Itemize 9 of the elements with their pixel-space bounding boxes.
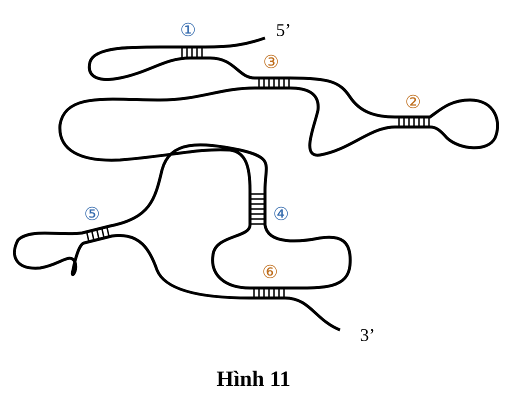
circled-number: ⑤ bbox=[84, 204, 100, 224]
circled-number: ④ bbox=[273, 204, 289, 224]
circled-number: ③ bbox=[263, 52, 279, 72]
strand-end-label: 3’ bbox=[360, 325, 375, 345]
circled-number: ② bbox=[405, 92, 421, 112]
strand-end-label: 5’ bbox=[276, 20, 291, 40]
circled-number: ① bbox=[180, 20, 196, 40]
figure-caption: Hình 11 bbox=[216, 366, 290, 392]
circled-number: ⑥ bbox=[262, 262, 278, 282]
